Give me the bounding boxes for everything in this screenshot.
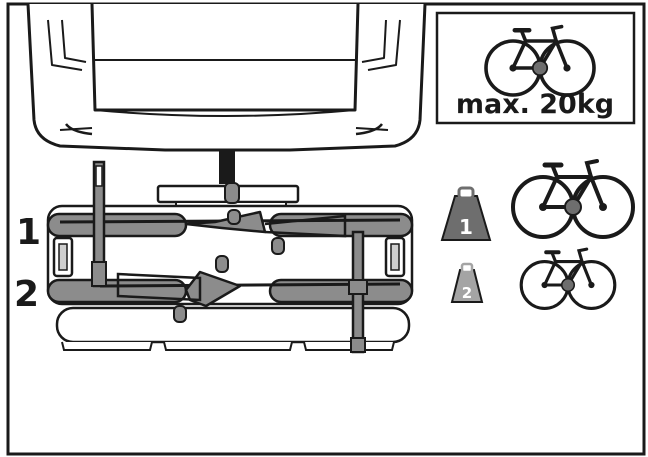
weight-tag-1: 1 bbox=[459, 215, 473, 239]
max-load-box: max. 20kg bbox=[435, 11, 636, 125]
weight-icon: 1 bbox=[440, 186, 492, 241]
bicycle-icon bbox=[513, 161, 633, 237]
weight-icon: 2 bbox=[450, 262, 484, 303]
max-load-label: max. 20kg bbox=[456, 89, 614, 120]
bicycle-icon bbox=[519, 247, 617, 311]
weight-tag-2: 2 bbox=[462, 284, 472, 302]
tow-bar bbox=[219, 150, 235, 184]
car-rear-icon bbox=[26, 3, 427, 152]
bike-carrier-icon bbox=[46, 160, 414, 354]
position-number-2: 2 bbox=[14, 274, 39, 315]
position-number-1: 1 bbox=[16, 212, 41, 253]
